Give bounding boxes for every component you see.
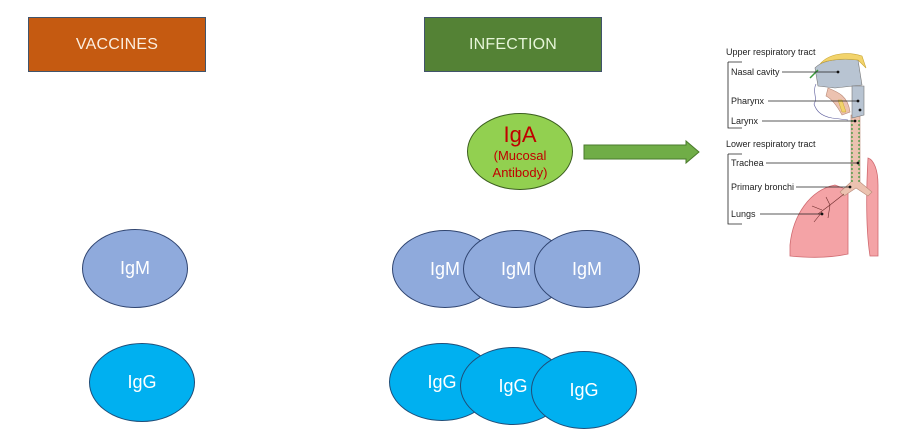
bronchi-branches xyxy=(811,193,845,223)
antibody-label: IgM xyxy=(571,258,602,279)
infection-igm-antibody: IgM xyxy=(534,230,640,308)
face-outline xyxy=(813,83,849,121)
leader-lines xyxy=(760,71,858,215)
nasal-cavity xyxy=(814,58,863,89)
vaccine-igg-antibody: IgG xyxy=(89,343,195,422)
vaccines-header: VACCINES xyxy=(28,17,206,72)
label-larynx: Larynx xyxy=(731,116,759,126)
antibody-label: IgM xyxy=(500,258,531,279)
iga-sublabel-line2: Antibody) xyxy=(492,164,548,180)
mouth-tongue xyxy=(825,87,851,116)
antibody-label: IgG xyxy=(427,371,457,392)
right-lung xyxy=(866,157,879,257)
lower-respiratory-title: Lower respiratory tract xyxy=(726,139,816,149)
infection-header: INFECTION xyxy=(424,17,602,72)
vaccine-igm-antibody: IgM xyxy=(82,229,188,308)
label-pharynx: Pharynx xyxy=(731,96,765,106)
vaccines-header-label: VACCINES xyxy=(75,35,159,53)
infection-igg-antibody: IgG xyxy=(531,351,637,429)
label-primary-bronchi: Primary bronchi xyxy=(731,182,795,192)
iga-mucosal-antibody: IgA (Mucosal Antibody) xyxy=(467,113,573,190)
iga-sublabel-line1: (Mucosal xyxy=(493,147,547,163)
leader-dots xyxy=(820,70,862,216)
antibody-label: IgG xyxy=(127,372,157,392)
antibody-label: IgM xyxy=(429,258,460,279)
antibody-label: IgG xyxy=(498,375,528,396)
infection-header-label: INFECTION xyxy=(468,35,558,53)
upper-respiratory-title: Upper respiratory tract xyxy=(726,47,816,57)
label-nasal-cavity: Nasal cavity xyxy=(731,67,780,77)
antibody-label: IgG xyxy=(569,379,599,400)
label-lungs: Lungs xyxy=(731,209,756,219)
label-trachea: Trachea xyxy=(731,158,764,168)
left-lung xyxy=(789,184,849,258)
iga-label: IgA xyxy=(503,121,537,147)
antibody-label: IgM xyxy=(119,258,150,278)
skull-bone xyxy=(819,53,867,69)
